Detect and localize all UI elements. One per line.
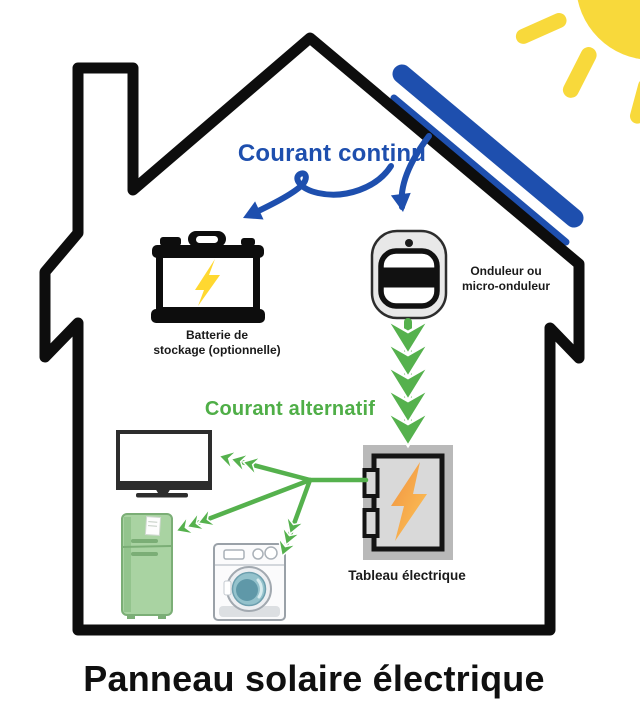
dc-arrow-left-icon <box>243 163 394 220</box>
breaker-panel-label: Tableau électrique <box>348 568 466 583</box>
page-title: Panneau solaire électrique <box>83 658 545 699</box>
house-outline-icon <box>39 32 585 636</box>
battery-label: Batterie de stockage (optionnelle) <box>153 328 280 358</box>
solar-panel-icon <box>390 64 584 246</box>
ac-branch-arrows-icon <box>174 450 369 558</box>
tv-icon <box>116 430 212 498</box>
inverter-icon <box>370 229 448 320</box>
inverter-label-line1: Onduleur ou <box>470 264 542 278</box>
dc-arrow-right-icon <box>390 133 432 212</box>
ac-current-label: Courant alternatif <box>204 398 376 420</box>
dc-current-label: Courant continu <box>237 140 427 167</box>
inverter-label: Onduleur ou micro-onduleur <box>462 264 550 294</box>
battery-icon <box>151 231 265 323</box>
battery-label-line2: stockage (optionnelle) <box>153 343 281 357</box>
ac-arrow-down-icon <box>385 318 431 449</box>
battery-label-line1: Batterie de <box>185 328 249 342</box>
washing-machine-icon <box>213 543 286 621</box>
inverter-label-line2: micro-onduleur <box>461 279 551 293</box>
fridge-icon <box>121 513 173 619</box>
breaker-panel-icon <box>362 445 453 560</box>
panel-bolt-icon <box>391 462 427 541</box>
sun-icon <box>515 0 640 124</box>
battery-bolt-icon <box>195 259 220 306</box>
